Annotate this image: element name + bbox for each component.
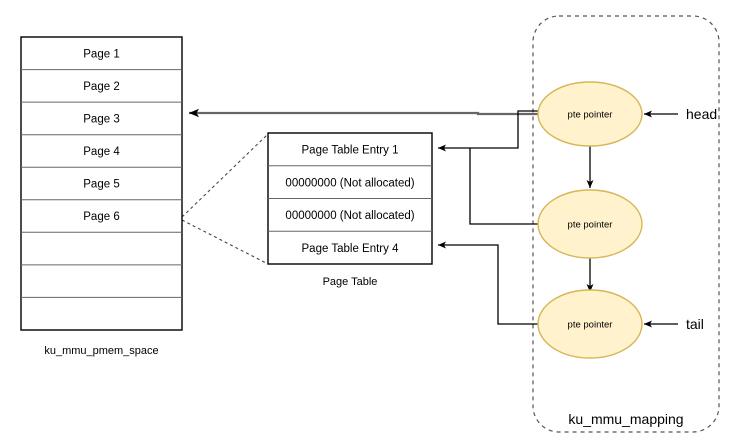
pte-pointer-node-3[interactable]: pte pointer [537,289,643,359]
pmem-space-outline [20,36,183,331]
connector-pte3-to-pte-entry-4 [438,241,540,325]
leader-line-bottom [181,219,269,265]
tail-label: tail [686,316,704,332]
head-label: head [686,106,717,122]
page-table-caption: Page Table [323,276,378,288]
page-table-row-label: Page Table Entry 4 [302,243,400,255]
ku-mmu-mapping-caption: ku_mmu_mapping [568,411,683,427]
pmem-row-label: Page 5 [83,179,119,191]
connector-pte1-to-page3 [189,108,540,118]
pte-pointer-label: pte pointer [568,320,613,331]
page-table-row-label: Page Table Entry 1 [302,145,399,157]
pte-pointer-label: pte pointer [568,110,613,121]
page-table-row-label: 00000000 (Not allocated) [285,177,414,189]
page-table-row-label: 00000000 (Not allocated) [285,210,414,222]
pmem-row-label: Page 3 [83,113,119,125]
pmem-row-label: Page 1 [83,48,119,60]
connector-pte2-to-pte-entry-1 [469,148,540,225]
pmem-space-table: Page 1 Page 2 Page 3 Page 4 Page 5 Page … [20,36,183,357]
connector-pte1-to-pte-entry-1 [438,110,545,152]
pte-pointer-ellipse[interactable] [537,81,643,147]
pte-pointer-label: pte pointer [568,220,613,231]
ku-mmu-mapping-container [532,15,720,433]
pmem-space-caption: ku_mmu_pmem_space [44,345,158,357]
pte-pointer-ellipse[interactable] [537,189,643,259]
pte-pointer-node-2[interactable]: pte pointer [537,189,643,259]
pte-pointer-ellipse[interactable] [537,289,643,359]
pmem-row-label: Page 4 [83,146,120,158]
page-table: Page Table Entry 1 00000000 (Not allocat… [267,132,433,288]
pmem-row-label: Page 6 [83,211,119,223]
pte-pointer-node-1[interactable]: pte pointer [537,81,643,147]
pmem-row-label: Page 2 [83,81,119,93]
leader-line-top [181,133,269,218]
